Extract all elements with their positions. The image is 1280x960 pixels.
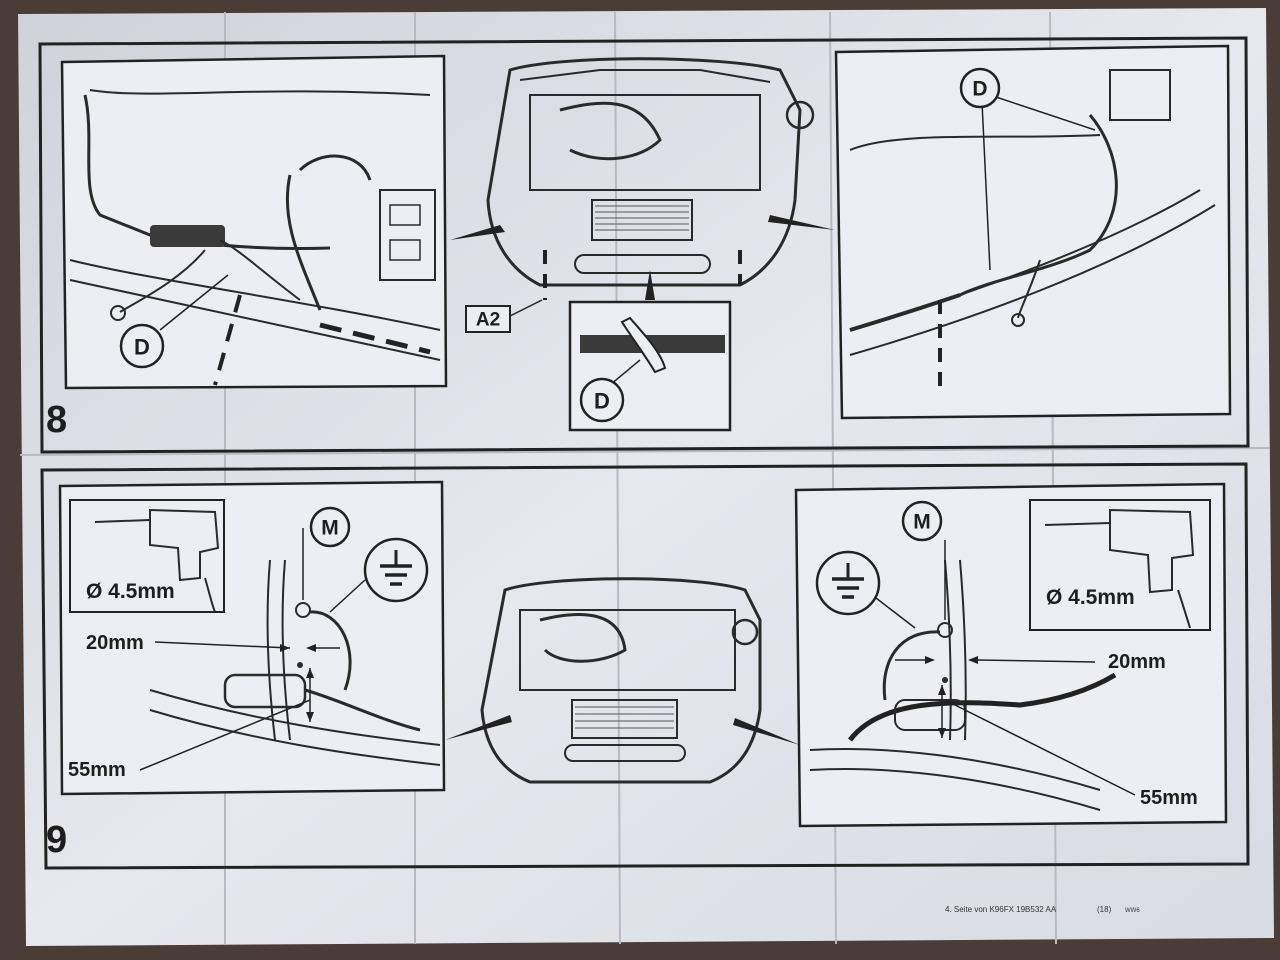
callout-d-center bbox=[579, 377, 625, 423]
dim-20mm-right: 20mm bbox=[1108, 651, 1166, 673]
step-8-panel: 8 D bbox=[38, 36, 1250, 454]
svg-text:M: M bbox=[913, 511, 931, 534]
footer-code: WW6 bbox=[1125, 908, 1140, 914]
step-8-right-detail: D bbox=[834, 44, 1232, 420]
footer-page-num: (18) bbox=[1097, 905, 1112, 914]
callout-d-left bbox=[119, 323, 165, 369]
drill-size-left: Ø 4.5mm bbox=[86, 580, 175, 603]
ground-icon-left bbox=[363, 537, 429, 603]
footer-page-ref: 4. Seite von K96FX 19B532 AA bbox=[945, 905, 1057, 914]
step-9-left-detail: Ø 4.5mm M bbox=[58, 480, 446, 796]
step-8-frame bbox=[38, 36, 1250, 454]
drill-inset-right: Ø 4.5mm bbox=[1029, 499, 1211, 631]
step-9-frame bbox=[40, 462, 1250, 870]
svg-text:M: M bbox=[321, 517, 339, 540]
callout-m-left bbox=[309, 506, 351, 548]
step-9-right-detail: Ø 4.5mm M bbox=[794, 482, 1228, 828]
step-9-panel: 9 Ø 4.5mm M bbox=[40, 462, 1250, 870]
step-9-car-view bbox=[445, 577, 800, 784]
svg-text:D: D bbox=[134, 335, 150, 360]
svg-text:A2: A2 bbox=[476, 310, 500, 331]
svg-text:D: D bbox=[594, 389, 610, 414]
svg-text:D: D bbox=[972, 78, 987, 101]
ground-icon-right bbox=[815, 550, 881, 616]
step-9-number: 9 bbox=[46, 819, 67, 861]
page-footer: 4. Seite von K96FX 19B532 AA (18) WW6 bbox=[945, 905, 1140, 914]
step-8-car-view: A2 bbox=[450, 57, 835, 333]
dim-55mm-right: 55mm bbox=[1140, 787, 1198, 809]
step-8-number: 8 bbox=[46, 399, 67, 441]
dim-20mm-left: 20mm bbox=[86, 632, 144, 654]
harness-tag-a2 bbox=[465, 305, 511, 333]
drill-inset-left: Ø 4.5mm bbox=[69, 499, 225, 613]
callout-d-right bbox=[959, 67, 1001, 109]
step-8-clip-detail: D bbox=[568, 300, 732, 432]
dim-55mm-left: 55mm bbox=[68, 759, 126, 781]
drill-size-right: Ø 4.5mm bbox=[1046, 586, 1135, 609]
callout-m-right bbox=[901, 500, 943, 542]
step-8-left-detail: D bbox=[60, 54, 448, 390]
